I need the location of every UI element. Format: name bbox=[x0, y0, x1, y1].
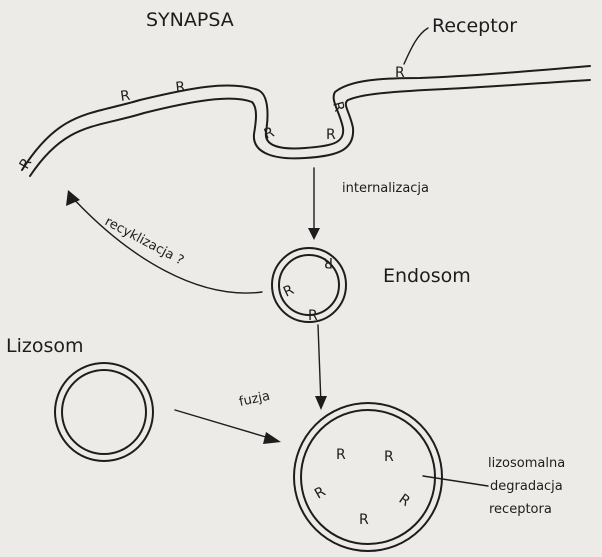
receptor-marker-membrane-6: R bbox=[395, 65, 405, 81]
endosom-label: Endosom bbox=[383, 265, 471, 287]
recyklizacja-label: recyklizacja ? bbox=[102, 214, 186, 268]
receptor-marker-membrane-3: R bbox=[262, 124, 277, 142]
receptor-marker-endosome-2: R bbox=[281, 282, 297, 301]
receptor-marker-membrane-5: R bbox=[329, 100, 347, 114]
degradation-pointer-line bbox=[423, 476, 488, 486]
receptor-marker-vesicle-5: R bbox=[359, 512, 369, 528]
receptor-marker-membrane-1: R bbox=[119, 88, 131, 105]
fusion-arrow bbox=[175, 410, 281, 444]
receptor-marker-endosome-1: R bbox=[323, 254, 333, 270]
degradation-label-line-3: receptora bbox=[489, 502, 552, 517]
internalizacja-label: internalizacja bbox=[342, 181, 429, 196]
receptor-marker-vesicle-1: R bbox=[336, 447, 346, 463]
receptor-pointer-line bbox=[404, 28, 428, 64]
receptor-marker-membrane-4: R bbox=[326, 127, 336, 143]
synapsa-label: SYNAPSA bbox=[146, 9, 234, 31]
receptor-marker-vesicle-4: R bbox=[396, 491, 413, 510]
synaptic-membrane bbox=[22, 66, 590, 176]
recycling-arrow bbox=[66, 190, 262, 293]
degradation-label-line-2: degradacja bbox=[490, 479, 563, 494]
fuzja-label: fuzja bbox=[238, 389, 272, 410]
receptor-marker-vesicle-3: R bbox=[312, 484, 329, 503]
lysosomal-degradation-vesicle bbox=[294, 403, 442, 551]
receptor-marker-membrane-7: R bbox=[17, 155, 36, 172]
receptor-marker-vesicle-2: R bbox=[384, 449, 394, 465]
receptor-label: Receptor bbox=[432, 15, 517, 37]
receptor-marker-membrane-2: R bbox=[175, 79, 187, 96]
receptor-marker-endosome-3: R bbox=[308, 308, 318, 324]
internalization-arrow bbox=[308, 168, 320, 240]
degradation-label-line-1: lizosomalna bbox=[488, 456, 565, 471]
lizosom-label: Lizosom bbox=[6, 335, 84, 357]
lysosome bbox=[55, 363, 153, 461]
fusion-down-arrow bbox=[315, 325, 327, 410]
